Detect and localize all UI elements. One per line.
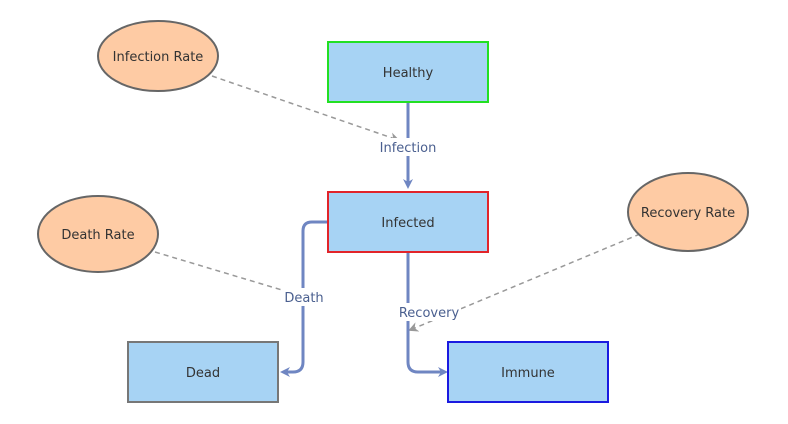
flow-label-infection: Infection <box>375 138 441 156</box>
stock-healthy-label: Healthy <box>383 66 434 81</box>
rate-recovery-rate[interactable]: Recovery Rate <box>627 172 749 252</box>
flow-label-death-text: Death <box>284 291 323 306</box>
stock-infected[interactable]: Infected <box>327 191 489 253</box>
influence-death-rate <box>154 251 304 299</box>
stock-dead-label: Dead <box>186 366 220 381</box>
stock-infected-label: Infected <box>381 216 434 231</box>
stock-immune[interactable]: Immune <box>447 341 609 403</box>
rate-death-rate[interactable]: Death Rate <box>37 195 159 273</box>
flow-label-death: Death <box>282 288 326 306</box>
stock-dead[interactable]: Dead <box>127 341 279 403</box>
rate-infection-rate[interactable]: Infection Rate <box>97 20 219 92</box>
flow-label-recovery-text: Recovery <box>399 306 460 321</box>
flow-label-recovery: Recovery <box>397 303 461 321</box>
stock-healthy[interactable]: Healthy <box>327 41 489 103</box>
rate-recovery-rate-label: Recovery Rate <box>641 206 735 221</box>
stock-immune-label: Immune <box>501 366 555 381</box>
influence-infection-rate <box>211 75 400 143</box>
rate-death-rate-label: Death Rate <box>61 228 134 243</box>
flow-label-infection-text: Infection <box>380 141 437 156</box>
rate-infection-rate-label: Infection Rate <box>113 50 204 65</box>
flow-recovery <box>406 252 448 377</box>
